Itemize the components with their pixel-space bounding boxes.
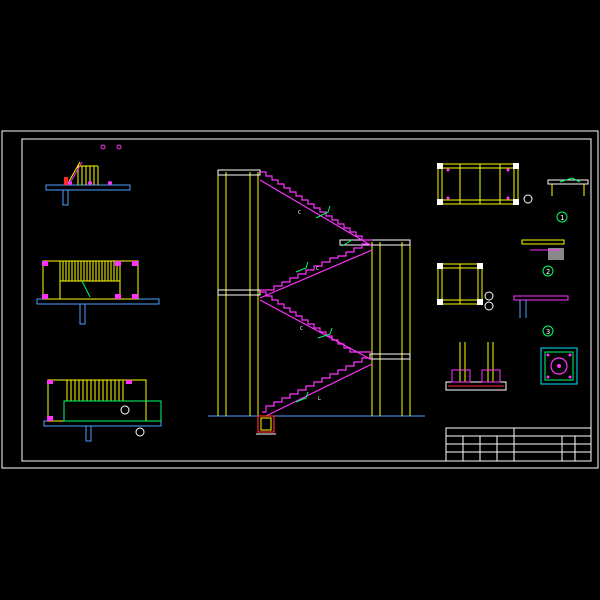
left-detail-bottom [43, 379, 162, 442]
left-detail-middle [36, 260, 160, 325]
flight-mark-1: C [298, 210, 301, 216]
right-plan-top [437, 163, 533, 205]
flight-marks: C C C L [298, 210, 321, 402]
detail-callout-3 [542, 325, 554, 337]
title-block [445, 427, 592, 462]
detail-callout-2 [542, 265, 554, 277]
detail-number-3: 3 [546, 328, 550, 336]
detail-number-1: 1 [560, 214, 564, 222]
right-detail-2: 2 [521, 239, 565, 277]
flight-mark-3: C [300, 326, 303, 332]
outer-frame [1, 130, 599, 469]
stair-section: C C C L [208, 169, 425, 435]
right-column-plan [540, 347, 578, 385]
left-detail-top [45, 144, 131, 206]
flight-mark-4: L [318, 396, 321, 402]
right-plan-middle [437, 263, 494, 311]
right-detail-1: 1 [547, 177, 589, 223]
right-detail-3: 3 [513, 295, 569, 337]
flight-mark-2: C [316, 266, 319, 272]
right-footing-section [445, 342, 507, 391]
detail-callout-1 [556, 211, 568, 223]
detail-number-2: 2 [546, 268, 550, 276]
inner-frame [21, 138, 592, 462]
